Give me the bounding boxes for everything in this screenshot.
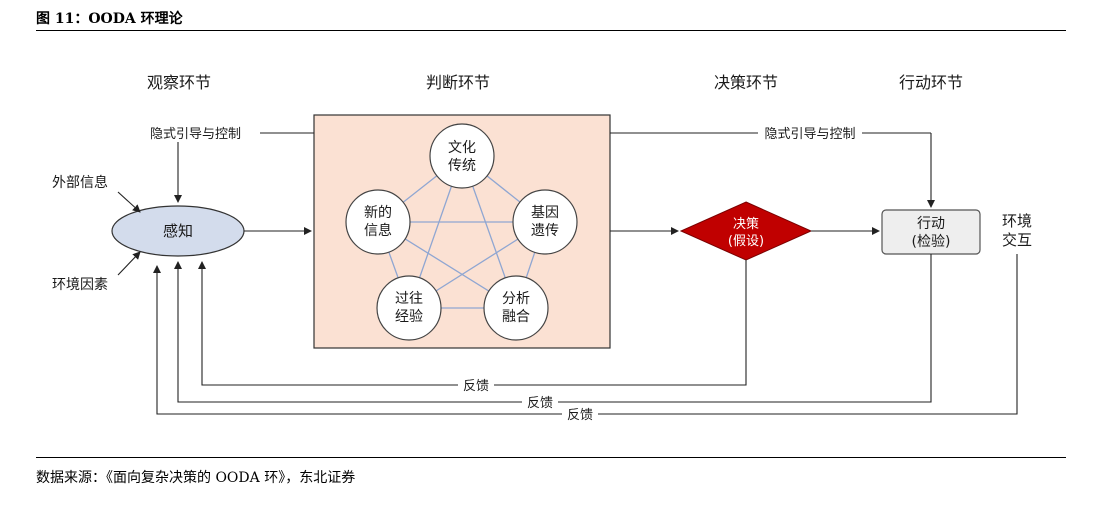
circle-genetic: 基因 遗传 (512, 189, 578, 255)
stage-act: 行动环节 (899, 73, 963, 92)
bottom-rule (36, 457, 1066, 458)
stage-orient: 判断环节 (426, 73, 490, 92)
feedback-label-1: 反馈 (463, 379, 489, 394)
decision-label-line1: 决策 (733, 216, 759, 232)
circle-analysis-line2: 融合 (502, 309, 530, 325)
top-rule (36, 30, 1066, 31)
circle-new-info: 新的 信息 (345, 189, 411, 255)
perceive-label: 感知 (163, 222, 193, 240)
env-interaction-line1: 环境 (1002, 212, 1032, 230)
circle-culture-line1: 文化 (448, 140, 476, 156)
action-label-line1: 行动 (917, 216, 945, 232)
circle-experience: 过往 经验 (376, 275, 442, 341)
circle-culture-line2: 传统 (448, 158, 476, 174)
circle-genetic-line2: 遗传 (531, 223, 559, 239)
implicit-control-right-label: 隐式引导与控制 (764, 127, 855, 142)
arrow-environment-factors (117, 251, 141, 276)
source-note: 数据来源：《面向复杂决策的 OODA 环》，东北证券 (36, 470, 356, 486)
stage-observe: 观察环节 (147, 73, 211, 92)
circle-experience-line2: 经验 (395, 309, 423, 325)
env-interaction-line2: 交互 (1002, 231, 1032, 249)
feedback-label-3: 反馈 (567, 408, 593, 423)
input-environment-factors: 环境因素 (52, 277, 108, 293)
circle-experience-line1: 过往 (395, 291, 423, 307)
stage-decide: 决策环节 (714, 73, 778, 92)
arrow-external-info (117, 191, 141, 213)
circle-culture: 文化 传统 (429, 123, 495, 189)
feedback-label-2: 反馈 (527, 396, 553, 411)
circle-genetic-line1: 基因 (531, 204, 559, 221)
action-label-line2: (检验) (912, 234, 951, 250)
input-external-info: 外部信息 (52, 174, 108, 191)
circle-new-info-line1: 新的 (364, 205, 392, 221)
circle-new-info-line2: 信息 (364, 222, 392, 239)
circle-analysis: 分析 融合 (483, 275, 549, 341)
decision-label-line2: (假设) (728, 234, 764, 249)
circle-analysis-line1: 分析 (502, 291, 530, 307)
figure-title: 图 11：OODA 环理论 (36, 11, 183, 27)
implicit-control-left-label: 隐式引导与控制 (150, 127, 241, 142)
